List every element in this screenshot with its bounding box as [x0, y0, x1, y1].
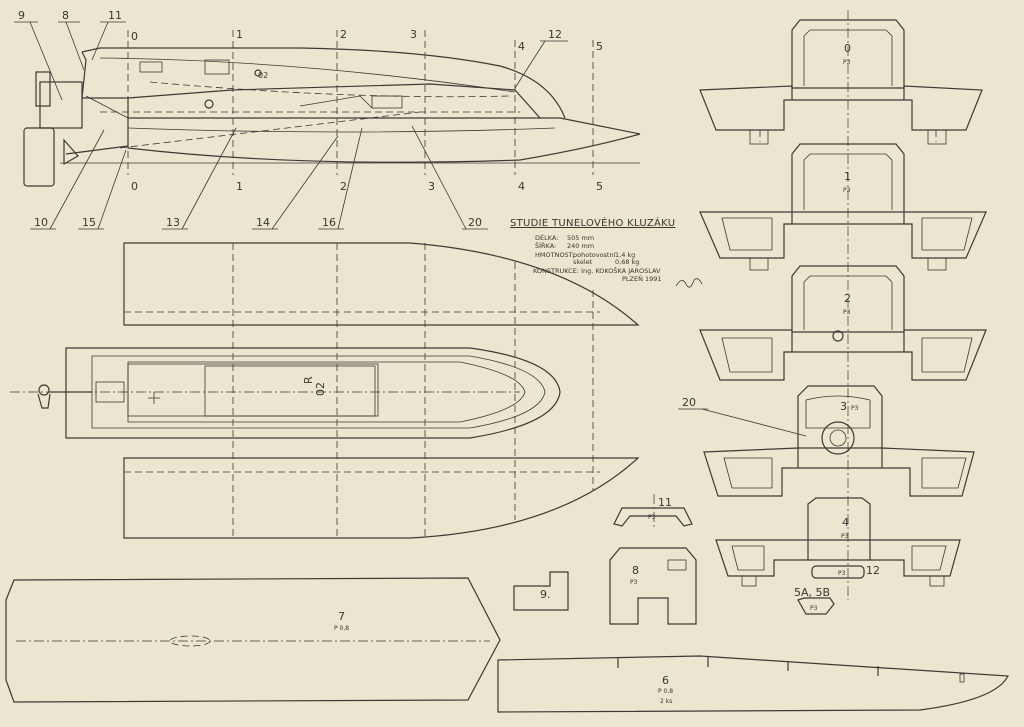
frame-1-mat: P3: [843, 187, 851, 194]
part-12-label: 12: [866, 564, 880, 577]
station-1-top: 1: [236, 28, 243, 41]
part-11-mat: P3: [648, 514, 656, 521]
prop-shaft: [65, 145, 129, 155]
callout-11: 11: [108, 9, 122, 22]
part-8: [609, 547, 697, 625]
callout-16: 16: [322, 216, 336, 229]
station-5-top: 5: [596, 40, 603, 53]
frame-1-label: 1: [844, 170, 851, 183]
frame-4-label: 4: [842, 516, 849, 529]
top-view: 02 R: [10, 242, 640, 539]
station-3-top: 3: [410, 28, 417, 41]
central-hull: [65, 347, 561, 439]
frame-2-mat: P3: [843, 309, 851, 316]
motor-mount: [35, 71, 51, 107]
part-9: [513, 571, 569, 611]
part-7: [5, 577, 501, 703]
station-4-bottom: 4: [518, 180, 525, 193]
frame-4-mat: P3: [841, 533, 849, 540]
small-parts: 11 P3 8 P3 9. P3 12 5A, 5B P3: [513, 494, 880, 625]
part-7-mat: P 0,8: [334, 625, 349, 632]
callout-8: 8: [62, 9, 69, 22]
station-3-bottom: 3: [428, 180, 435, 193]
callouts: 9 8 11 12 10 15 13 14 16 20: [14, 9, 568, 230]
transom: [39, 81, 83, 129]
callout-15: 15: [82, 216, 96, 229]
frame-0: [699, 19, 983, 145]
frame-2-label: 2: [844, 292, 851, 305]
frames: 20 0 P3 1 P3 2 P3 3 P3 4 P3: [678, 10, 987, 600]
part-6-label: 6: [662, 674, 669, 687]
part-9-label: 9.: [540, 588, 551, 601]
callout-20: 20: [468, 216, 482, 229]
part-6-mat: P 0,8: [658, 688, 673, 695]
callout-14: 14: [256, 216, 270, 229]
callout-9: 9: [18, 9, 25, 22]
frame-4: [715, 497, 961, 587]
part-11-label: 11: [658, 496, 672, 509]
station-1-bottom: 1: [236, 180, 243, 193]
upper-sponson: [123, 242, 640, 326]
canopy-outline: [81, 47, 566, 119]
svg-text:02: 02: [258, 71, 268, 80]
weight-ready-value: 1,4 kg: [615, 251, 636, 259]
part-11: [613, 507, 693, 527]
weight-skeleton-label: skelet: [573, 258, 593, 266]
callout-10: 10: [34, 216, 48, 229]
place-year: PLZEŇ 1991: [622, 275, 662, 283]
frame-1: [699, 143, 987, 271]
station-lines: [127, 30, 594, 175]
title: STUDIE TUNELOVÉHO KLUZÁKU: [510, 218, 676, 229]
part-8-mat: P3: [630, 579, 638, 586]
part-6-qty: 2 ks: [660, 698, 672, 705]
frame-3-label: 3: [840, 400, 847, 413]
station-2-top: 2: [340, 28, 347, 41]
frame-callout-20: 20: [682, 396, 696, 409]
callout-12: 12: [548, 28, 562, 41]
station-0-top: 0: [131, 30, 138, 43]
length-value: 505 mm: [567, 234, 595, 242]
top-motor: [38, 384, 50, 396]
frame-0-mat: P3: [843, 59, 851, 66]
length-label: DÉLKA:: [535, 234, 559, 242]
part-5-mat: P3: [810, 605, 818, 612]
station-labels: 0 1 2 3 4 5 0 1 2 3 4 5: [131, 28, 603, 193]
weight-ready-label: pohotovostní: [573, 251, 616, 259]
weight-skeleton-value: 0,68 kg: [615, 258, 640, 266]
width-value: 240 mm: [567, 242, 595, 250]
station-2-bottom: 2: [340, 180, 347, 193]
propeller: [63, 138, 79, 166]
deck-line: [81, 51, 541, 119]
part-12: [811, 565, 865, 579]
frame-3-mat: P3: [851, 405, 859, 412]
designer: KONSTRUKCE: Ing. KOKOŠKA JAROSLAV: [533, 267, 661, 275]
sponson-outline: [127, 98, 641, 163]
rudder: [23, 127, 55, 187]
frame-2: [699, 265, 987, 381]
bottom-parts: 7 P 0,8 6 P 0,8 2 ks: [5, 577, 1009, 713]
part-7-label: 7: [338, 610, 345, 623]
lower-sponson: [123, 457, 640, 539]
part-5: [797, 597, 835, 615]
part-12-mat: P3: [838, 570, 846, 577]
side-view: 02: [23, 47, 641, 187]
part-8-label: 8: [632, 564, 639, 577]
frame-3: 20: [678, 385, 975, 497]
width-label: ŠÍŘKA:: [535, 242, 557, 250]
signature: [675, 278, 703, 288]
top-view-label: 02: [314, 382, 327, 396]
frame-0-label: 0: [844, 42, 851, 55]
callout-13: 13: [166, 216, 180, 229]
part-6: [497, 655, 1009, 713]
svg-text:R: R: [302, 376, 315, 384]
station-0-bottom: 0: [131, 180, 138, 193]
station-4-top: 4: [518, 40, 525, 53]
station-5-bottom: 5: [596, 180, 603, 193]
frame-3-ring: [821, 421, 855, 455]
part-5-label: 5A, 5B: [794, 586, 830, 599]
weight-label: HMOTNOST:: [535, 251, 575, 259]
